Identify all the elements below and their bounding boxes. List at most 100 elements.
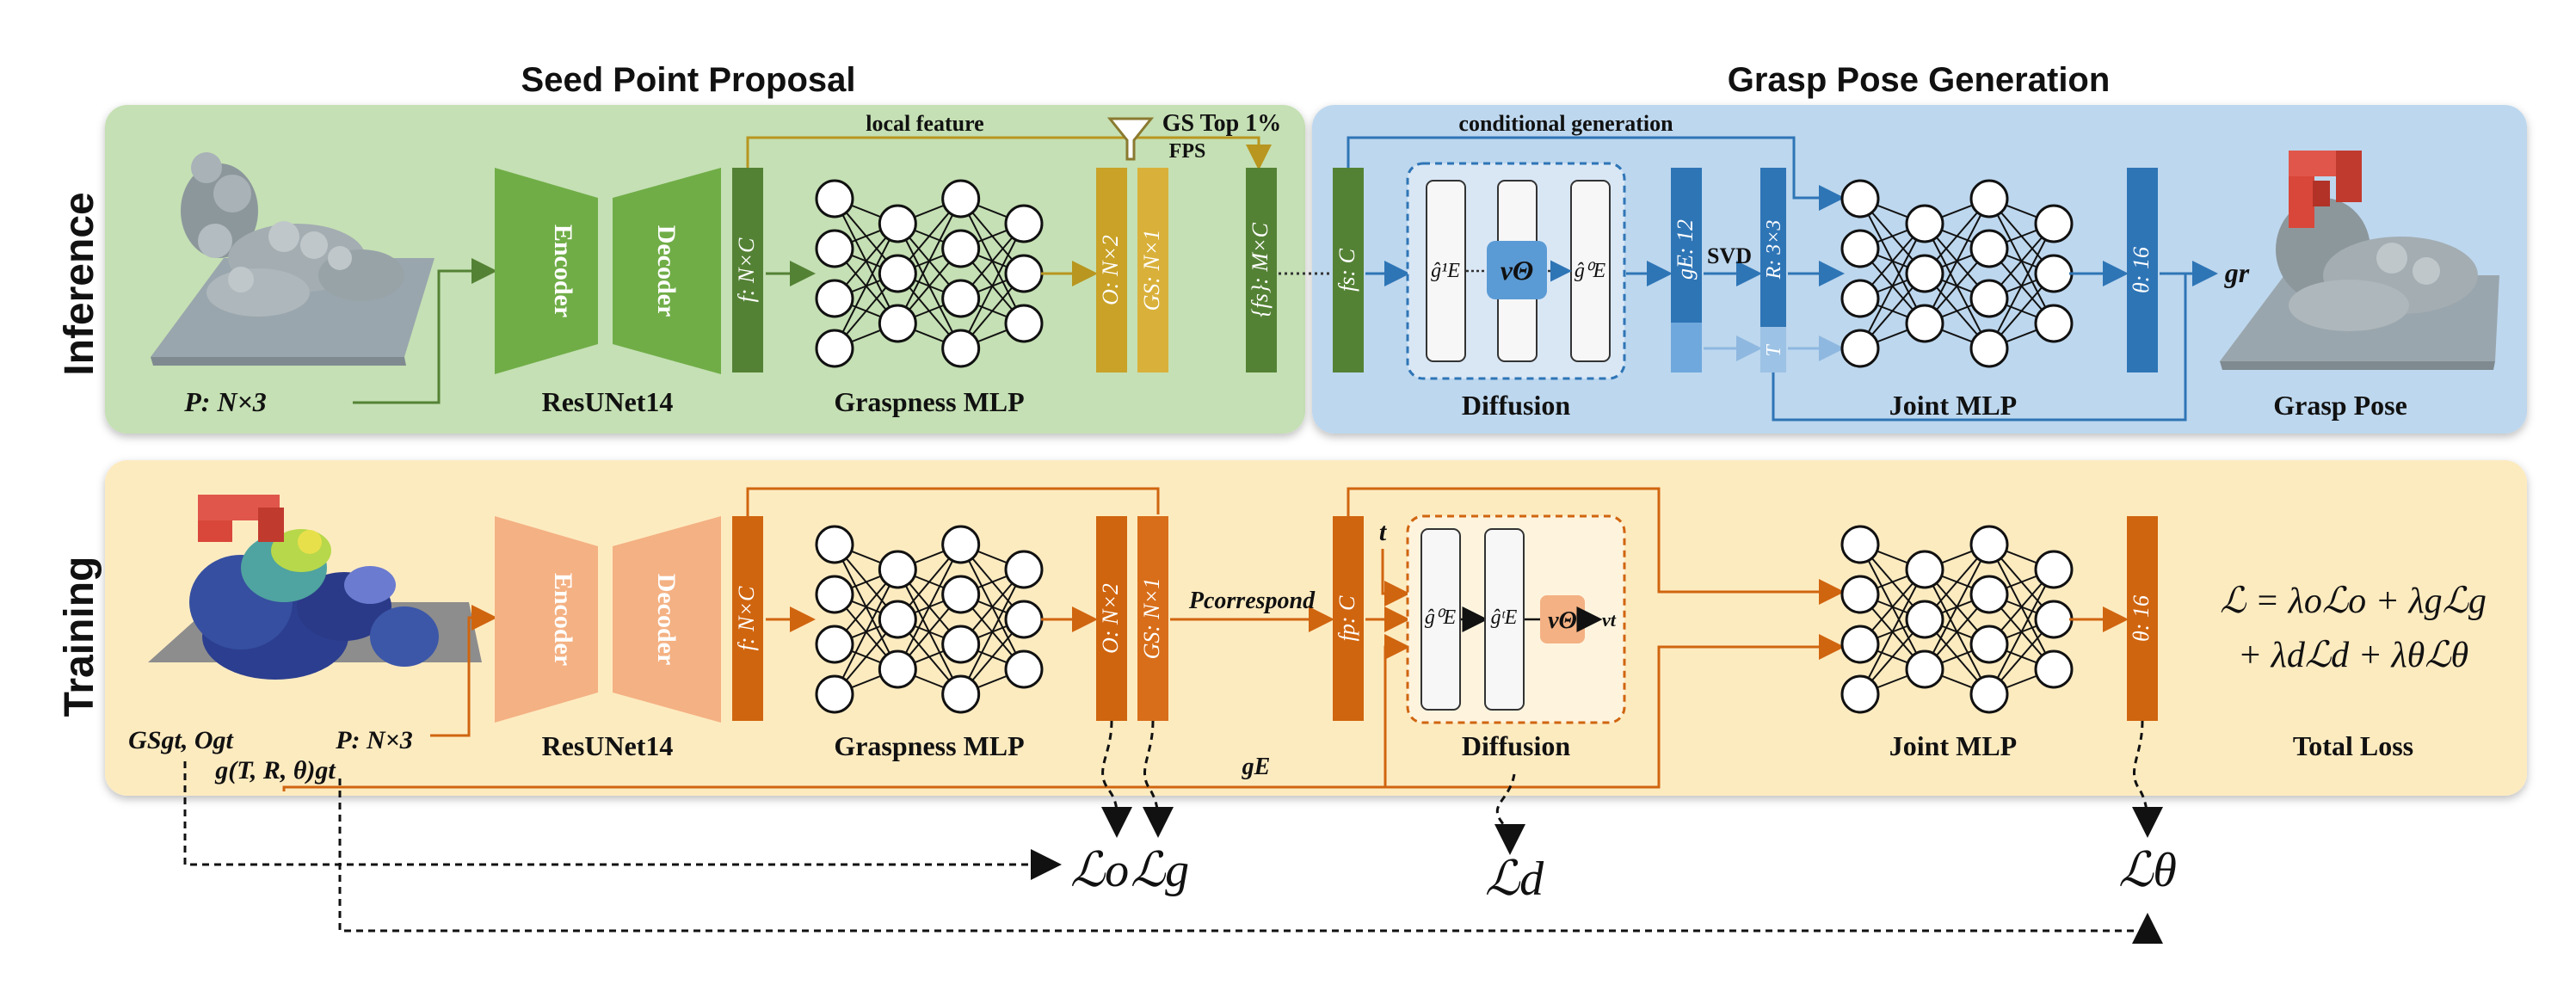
training-encoder-block (495, 516, 598, 723)
inference-g-hat-1-label: ĝ¹E (1431, 260, 1460, 282)
input-to-encoder-arrow (353, 258, 497, 404)
loss-d: ℒd (1485, 853, 1544, 906)
mlp-neuron (941, 229, 981, 268)
training-fp-label: fp: C (1334, 595, 1359, 641)
training-g-hat-0-label: ĝ⁰E (1425, 606, 1457, 629)
input-point-cloud-image (151, 152, 434, 366)
loss-g: ℒg (1131, 844, 1189, 897)
inference-feature-bar (732, 168, 763, 372)
mlp-neuron (2034, 304, 2074, 343)
fps-label: FPS (1169, 140, 1206, 163)
mlp-connection (1988, 223, 2055, 349)
training-p-label: P: N×3 (335, 726, 413, 754)
training-gs-label: GS: N×1 (1139, 578, 1164, 660)
mlp-neuron (815, 279, 854, 318)
gs-gt-label: GSgt, Ogt (128, 726, 234, 754)
training-input-arrow (430, 605, 497, 737)
inference-decoder-label: Decoder (652, 225, 681, 317)
training-theta-bar (2127, 516, 2158, 721)
loss-equation-line-2: + λdℒd + λθℒθ (2238, 636, 2468, 675)
mlp-connection (959, 223, 1025, 349)
training-decoder-label: Decoder (652, 574, 681, 666)
mlp-neuron (878, 550, 917, 589)
grasp-pose-generation-header: Grasp Pose Generation (1728, 61, 2111, 99)
mlp-neuron (1840, 575, 1880, 614)
training-feature-label: f: N×C (734, 586, 759, 650)
mlp-neuron (815, 229, 854, 268)
mlp-neuron (1969, 279, 2009, 318)
gt-theta-loss-arrow (338, 779, 2163, 944)
mlp-neuron (815, 329, 854, 368)
ge-to-diffusion-arrow (1384, 634, 1410, 787)
mlp-neuron (878, 649, 917, 689)
total-loss-label: Total Loss (2293, 730, 2413, 761)
mlp-neuron (1004, 204, 1044, 243)
training-resunet-label: ResUNet14 (542, 730, 674, 761)
diffusion-loss-arrow (1494, 773, 1525, 855)
training-decoder-block (613, 516, 721, 723)
inference-ge-label: gE: 12 (1673, 219, 1698, 280)
inference-row-label: Inference (57, 192, 102, 375)
funnel-icon (1106, 117, 1155, 161)
mlp-neuron (1969, 525, 2009, 564)
mlp-neuron (1004, 649, 1044, 689)
mlp-connection (834, 223, 899, 349)
gt-loss-arrow (183, 761, 1062, 880)
fp-to-joint-line (1347, 487, 1845, 605)
o-loss-arrow (1101, 720, 1133, 838)
training-joint-mlp (1840, 525, 2074, 714)
conditional-generation-line (1347, 136, 1845, 211)
grasp-pose-image (2220, 151, 2499, 370)
training-feature-bar (732, 516, 763, 721)
mlp-neuron (1004, 254, 1044, 293)
inference-ge-bar-lower (1671, 323, 1702, 372)
mlp-neuron (1840, 279, 1880, 318)
inference-t-bar (1760, 327, 1786, 372)
inference-g-hat-1-card (1426, 180, 1466, 362)
mlp-neuron (1969, 179, 2009, 219)
mlp-neuron (1905, 254, 1944, 293)
mlp-connection (1924, 544, 1990, 670)
mlp-neuron (815, 525, 854, 564)
training-row-label: Training (57, 557, 102, 717)
inference-r-bar (1760, 168, 1786, 327)
mlp-neuron (815, 575, 854, 614)
mlp-neuron (1905, 304, 1944, 343)
inference-joint-mlp (1840, 179, 2074, 368)
inference-graspness-mlp (815, 179, 1044, 368)
inference-ge-bar (1671, 168, 1702, 323)
training-theta-label: θ: 16 (2129, 595, 2154, 642)
mlp-connection (897, 544, 962, 670)
mlp-neuron (941, 575, 981, 614)
inference-gs-label: GS: N×1 (1139, 230, 1164, 311)
inference-fsc-bar (1333, 168, 1364, 372)
training-vt-label: vt (1602, 609, 1617, 631)
mlp-connection (1859, 569, 1926, 695)
inference-graspness-mlp-label: Graspness MLP (834, 386, 1024, 417)
training-fp-bar (1333, 516, 1364, 721)
mlp-neuron (1840, 229, 1880, 268)
inference-theta-bar (2127, 168, 2158, 372)
mlp-neuron (878, 254, 917, 293)
mlp-neuron (1969, 625, 2009, 664)
gs-top-label: GS Top 1% (1162, 110, 1282, 137)
mlp-neuron (1840, 179, 1880, 219)
mlp-connection (1988, 569, 2055, 695)
mlp-neuron (941, 329, 981, 368)
training-g-hat-t-card (1484, 528, 1525, 711)
mlp-neuron (1004, 550, 1044, 589)
mlp-neuron (1969, 229, 2009, 268)
mlp-neuron (1969, 674, 2009, 714)
mlp-neuron (2034, 600, 2074, 639)
inference-r-label: R: 3×3 (1763, 220, 1785, 280)
gs-loss-arrow (1142, 720, 1174, 838)
inference-theta-label: θ: 16 (2129, 247, 2154, 293)
mlp-connection (834, 569, 899, 695)
training-g-hat-0-card (1420, 528, 1461, 711)
svd-label: SVD (1707, 243, 1752, 268)
mlp-neuron (1905, 550, 1944, 589)
mlp-connection (1924, 198, 1990, 324)
mlp-neuron (1969, 329, 2009, 368)
seed-point-proposal-header: Seed Point Proposal (521, 61, 856, 99)
